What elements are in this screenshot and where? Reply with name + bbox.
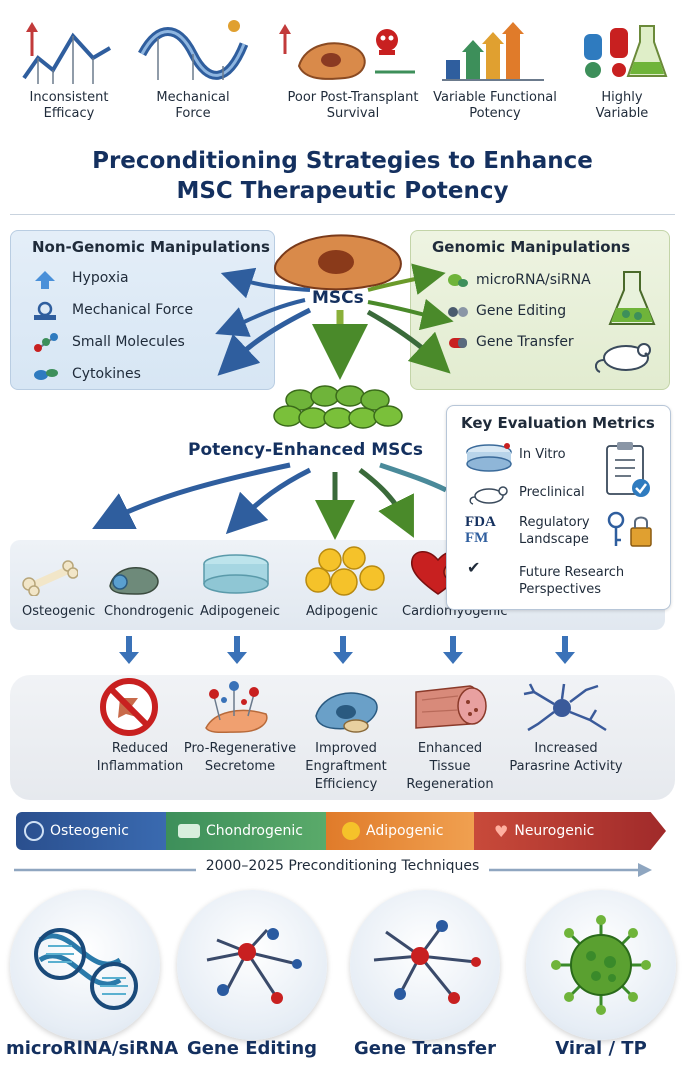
timeline-label: 2000–2025 Preconditioning Techniques — [0, 858, 685, 874]
timeline-text: 2000–2025 Preconditioning Techniques — [195, 858, 490, 874]
gene-transfer-network-icon — [373, 920, 481, 1004]
title-divider — [10, 214, 675, 215]
cytokines-icon — [34, 369, 58, 380]
outcome-label: Pro-Regenerative Secretome — [183, 741, 297, 774]
genomic-item: microRNA/siRNA — [476, 272, 591, 288]
metrics-heading: Key Evaluation Metrics — [461, 414, 655, 432]
engraftment-cell-icon — [315, 692, 378, 733]
differentiation-label: Adipogenic — [306, 604, 378, 619]
genomic-heading: Genomic Manipulations — [432, 238, 631, 256]
ribbon-segment: Osteogenic — [16, 812, 166, 850]
small-molecules-icon — [34, 333, 58, 352]
outcome-label: Enhanced Tissue Regeneration — [406, 741, 494, 792]
outcome-arrows — [119, 636, 575, 664]
non-genomic-item: Hypoxia — [72, 270, 129, 286]
potency-enhanced-label: Potency-Enhanced MSCs — [188, 440, 423, 460]
cartilage-cell-icon — [109, 567, 159, 595]
differentiation-label: Chondrogenic — [104, 604, 195, 619]
technique-circle — [10, 890, 160, 1040]
rising-arrows-icon — [442, 22, 544, 81]
outcome-label: Increased Parasrine Activity — [509, 741, 623, 774]
technique-circle — [177, 890, 327, 1040]
technique-circle — [350, 890, 500, 1040]
ribbon-chondrogenic-icon — [178, 824, 200, 838]
check-mark-icon: ✔ — [467, 558, 481, 577]
ribbon-segment: ♥ Neurogenic — [474, 812, 666, 850]
wave-track-icon — [138, 20, 248, 80]
petri-dish-icon — [466, 443, 512, 472]
challenge-label: Variable Functional Potency — [433, 90, 557, 121]
non-genomic-heading: Non-Genomic Manipulations — [32, 238, 270, 256]
neuron-icon — [523, 683, 607, 732]
adipocyte-cluster-icon — [305, 546, 385, 596]
challenge-label: Mechanical Force — [156, 90, 230, 121]
non-genomic-item: Mechanical Force — [72, 302, 194, 318]
differentiation-label: Osteogenic — [22, 604, 96, 619]
ribbon-label: Chondrogenic — [206, 823, 303, 839]
metric-item: Future Research Perspectives — [519, 565, 625, 597]
genomic-item: Gene Transfer — [476, 334, 574, 350]
chondrogenic-disc-icon — [203, 554, 269, 594]
flask-icon — [584, 25, 668, 78]
ribbon-segment: Chondrogenic — [166, 812, 326, 850]
non-genomic-item: Cytokines — [72, 366, 141, 382]
ribbon-osteogenic-icon — [24, 821, 44, 841]
outcome-label: Improved Engraftment Efficiency — [305, 741, 387, 792]
ribbon-adipogenic-icon — [342, 822, 360, 840]
dying-cell-skull-icon — [279, 24, 415, 80]
page-title-line2: MSC Therapeutic Potency — [176, 178, 509, 204]
challenge-label: Poor Post-Transplant Survival — [287, 90, 419, 121]
technique-label: microRlNA/siRNA — [6, 1038, 179, 1059]
differentiation-label: Adipogeneic — [200, 604, 280, 619]
ribbon-label: Adipogenic — [366, 823, 444, 839]
ribbon-label: Neurogenic — [514, 823, 595, 839]
msc-label: MSCs — [312, 288, 364, 308]
genomic-item: Gene Editing — [476, 303, 567, 319]
technique-label: Viral / TP — [555, 1038, 647, 1059]
microrna-icon — [448, 274, 468, 287]
hypoxia-arrow-icon — [35, 271, 55, 289]
metrics-box: Key Evaluation Metrics In Vitro Preclini… — [446, 405, 671, 610]
metric-item: Preclinical — [519, 485, 585, 500]
mouse-icon — [594, 343, 651, 373]
metric-item: Regulatory Landscape — [519, 515, 590, 547]
page-title-line1: Preconditioning Strategies to Enhance — [92, 148, 593, 174]
metric-item: In Vitro — [519, 447, 566, 462]
virus-icon — [551, 915, 651, 1015]
tissue-regeneration-icon — [415, 685, 487, 729]
secretome-cell-icon — [205, 681, 268, 734]
technique-label: Gene Editing — [186, 1038, 318, 1059]
outcome-label: Reduced Inflammation — [96, 741, 184, 774]
fm-logo: FM — [465, 530, 489, 546]
technique-label: Gene Transfer — [353, 1038, 497, 1059]
technique-circle — [526, 890, 676, 1040]
challenge-label: Highly Variable — [595, 90, 649, 121]
mechanical-force-icon — [34, 301, 56, 320]
green-flask-icon — [608, 271, 656, 325]
challenge-label: Inconsistent Efficacy — [29, 90, 109, 121]
gene-editing-network-icon — [206, 928, 302, 1004]
rollercoaster-chart-icon — [22, 22, 112, 84]
key-lock-icon — [607, 511, 652, 547]
ribbon-segment: Adipogenic — [326, 812, 474, 850]
ribbon-neurogenic-icon: ♥ — [494, 821, 509, 841]
ribbon-label: Osteogenic — [50, 823, 129, 839]
gene-transfer-icon — [449, 338, 467, 348]
dna-helix-icon — [34, 928, 138, 1010]
bone-icon — [22, 560, 78, 596]
no-inflammation-icon — [100, 678, 158, 736]
preclinical-mouse-icon — [469, 486, 508, 505]
non-genomic-item: Small Molecules — [72, 334, 185, 350]
fda-logo: FDA — [465, 514, 496, 530]
potency-enhanced-cluster — [273, 385, 403, 429]
msc-flow-diagram — [92, 234, 454, 540]
checklist-clipboard-icon — [606, 442, 650, 497]
